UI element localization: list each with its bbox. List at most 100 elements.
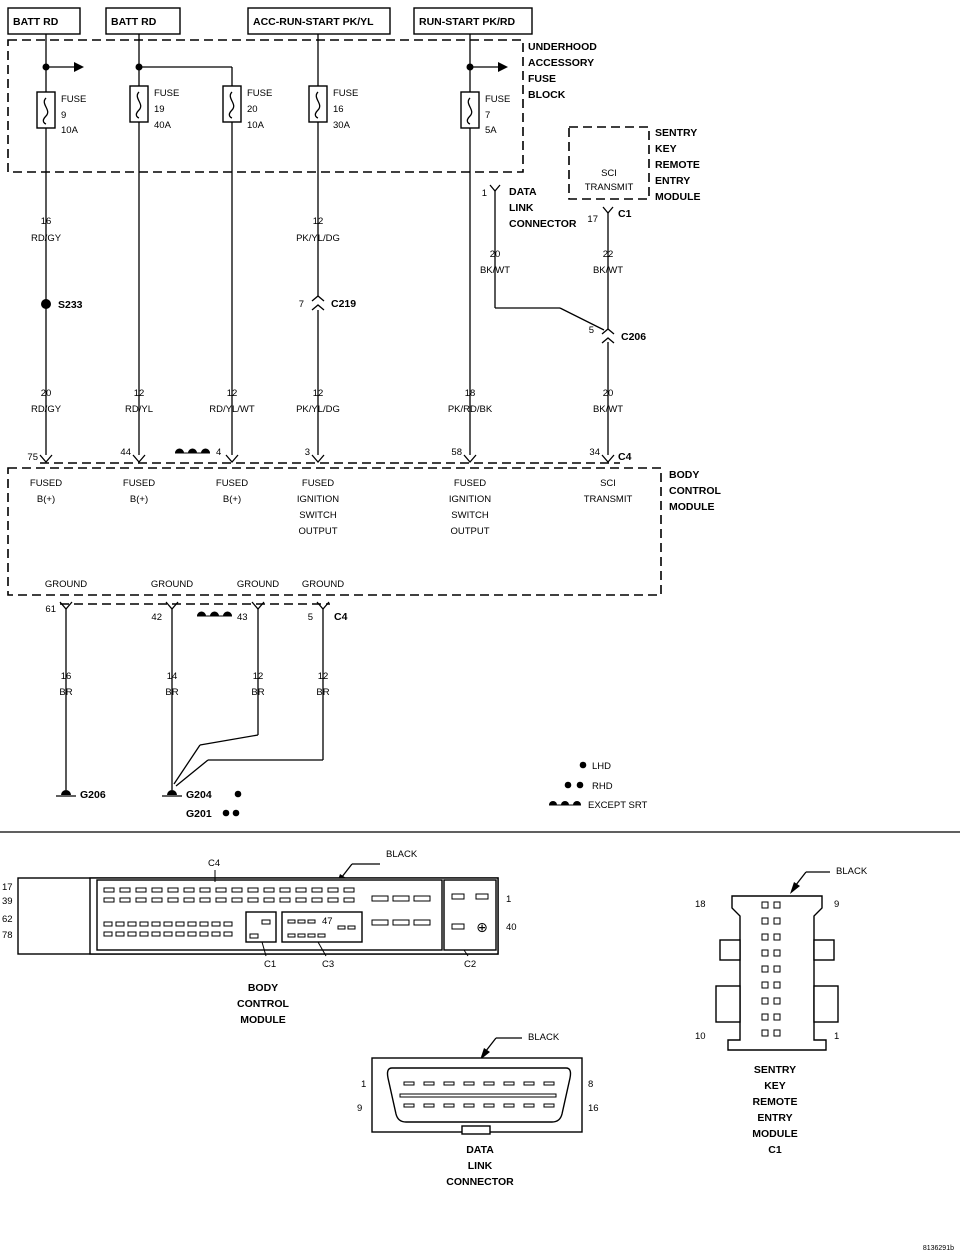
svg-text:FUSE: FUSE	[528, 73, 556, 85]
svg-text:S233: S233	[58, 299, 83, 311]
svg-text:B(+): B(+)	[223, 494, 241, 505]
svg-text:FUSED: FUSED	[30, 478, 62, 489]
svg-text:FUSE: FUSE	[247, 88, 272, 99]
except-srt-symbol	[197, 611, 232, 617]
svg-text:75: 75	[27, 452, 38, 463]
svg-text:MODULE: MODULE	[752, 1128, 798, 1140]
svg-text:C1: C1	[264, 959, 276, 970]
svg-text:LINK: LINK	[509, 202, 534, 214]
fuse-19: FUSE 19 40A	[129, 85, 179, 131]
svg-text:12: 12	[313, 216, 324, 227]
svg-text:5A: 5A	[485, 125, 497, 136]
svg-text:16: 16	[41, 216, 52, 227]
svg-text:RHD: RHD	[592, 781, 613, 792]
svg-text:16: 16	[333, 104, 344, 115]
svg-text:1: 1	[506, 894, 511, 905]
svg-text:C4: C4	[618, 451, 632, 463]
fuse-9: FUSE 9 10A	[36, 91, 86, 136]
pin-row	[399, 1081, 557, 1108]
pin-row	[103, 887, 355, 937]
pin-row	[761, 901, 781, 1037]
svg-text:19: 19	[154, 104, 165, 115]
svg-text:SCI: SCI	[600, 478, 616, 489]
svg-text:40A: 40A	[154, 120, 172, 131]
source-tag-run-start: RUN-START PK/RD	[413, 7, 533, 35]
splice-dot	[41, 299, 51, 309]
svg-text:C3: C3	[322, 959, 334, 970]
svg-text:61: 61	[45, 604, 56, 615]
svg-text:FUSE: FUSE	[154, 88, 179, 99]
svg-text:GROUND: GROUND	[302, 579, 344, 590]
svg-text:12: 12	[134, 388, 145, 399]
svg-text:3: 3	[305, 447, 310, 458]
svg-text:LINK: LINK	[468, 1160, 493, 1172]
svg-text:BR: BR	[251, 687, 264, 698]
svg-text:SWITCH: SWITCH	[299, 510, 337, 521]
svg-text:RUN-START PK/RD: RUN-START PK/RD	[419, 16, 515, 28]
svg-text:RD/YL/WT: RD/YL/WT	[209, 404, 255, 415]
svg-text:BR: BR	[165, 687, 178, 698]
svg-text:OUTPUT: OUTPUT	[298, 526, 337, 537]
svg-text:GROUND: GROUND	[237, 579, 279, 590]
svg-text:MODULE: MODULE	[240, 1014, 286, 1026]
svg-text:12: 12	[318, 671, 329, 682]
fuse-7: FUSE 7 5A	[460, 91, 510, 136]
svg-text:B(+): B(+)	[130, 494, 148, 505]
svg-text:CONNECTOR: CONNECTOR	[509, 218, 577, 230]
svg-text:30A: 30A	[333, 120, 351, 131]
svg-text:18: 18	[465, 388, 476, 399]
svg-text:ENTRY: ENTRY	[757, 1112, 792, 1124]
svg-text:BR: BR	[316, 687, 329, 698]
data-link-connector-label: DATA LINK CONNECTOR	[509, 186, 577, 230]
source-tag-acc-run-start: ACC-RUN-START PK/YL	[247, 7, 391, 35]
svg-text:KEY: KEY	[655, 143, 677, 155]
svg-text:4: 4	[216, 447, 221, 458]
svg-text:⊕: ⊕	[476, 920, 488, 936]
svg-text:RD/YL: RD/YL	[125, 404, 153, 415]
svg-text:9: 9	[357, 1103, 362, 1114]
svg-text:ENTRY: ENTRY	[655, 175, 690, 187]
svg-text:CONTROL: CONTROL	[669, 485, 721, 497]
svg-text:43: 43	[237, 612, 248, 623]
svg-text:BATT RD: BATT RD	[111, 16, 157, 28]
svg-text:OUTPUT: OUTPUT	[450, 526, 489, 537]
svg-text:SENTRY: SENTRY	[754, 1064, 796, 1076]
svg-text:UNDERHOOD: UNDERHOOD	[528, 41, 597, 53]
svg-text:42: 42	[151, 612, 162, 623]
svg-text:BR: BR	[59, 687, 72, 698]
svg-text:MODULE: MODULE	[655, 191, 701, 203]
svg-text:MODULE: MODULE	[669, 501, 715, 513]
svg-text:DATA: DATA	[509, 186, 537, 198]
svg-text:BLACK: BLACK	[836, 866, 868, 877]
svg-text:20: 20	[603, 388, 614, 399]
svg-text:BATT RD: BATT RD	[13, 16, 59, 28]
fuse-block-label: UNDERHOOD ACCESSORY FUSE BLOCK	[528, 41, 597, 101]
svg-text:FUSED: FUSED	[216, 478, 248, 489]
svg-text:20: 20	[247, 104, 258, 115]
svg-text:LHD: LHD	[592, 761, 611, 772]
svg-text:SENTRY: SENTRY	[655, 127, 697, 139]
svg-text:CONTROL: CONTROL	[237, 998, 289, 1010]
arrow-right-icon	[498, 62, 508, 72]
svg-text:40: 40	[506, 922, 517, 933]
svg-text:TRANSMIT: TRANSMIT	[584, 494, 633, 505]
body-control-module-label: BODY CONTROL MODULE	[669, 469, 721, 513]
svg-text:REMOTE: REMOTE	[655, 159, 700, 171]
svg-text:G206: G206	[80, 789, 106, 801]
svg-text:FUSED: FUSED	[454, 478, 486, 489]
svg-text:TRANSMIT: TRANSMIT	[585, 182, 634, 193]
svg-text:44: 44	[120, 447, 131, 458]
svg-text:FUSED: FUSED	[302, 478, 334, 489]
source-tag-batt-2: BATT RD	[105, 7, 181, 35]
svg-text:GROUND: GROUND	[45, 579, 87, 590]
rhd-dot	[232, 809, 240, 817]
svg-text:10A: 10A	[61, 125, 79, 136]
fuse-block-outline	[7, 39, 524, 173]
sentry-module-label: SENTRY KEY REMOTE ENTRY MODULE	[655, 127, 701, 203]
svg-text:IGNITION: IGNITION	[449, 494, 491, 505]
svg-text:PK/YL/DG: PK/YL/DG	[296, 233, 340, 244]
sentry-module-outline	[568, 126, 650, 200]
svg-text:CONNECTOR: CONNECTOR	[446, 1176, 514, 1188]
ground-g206-icon	[56, 790, 76, 797]
